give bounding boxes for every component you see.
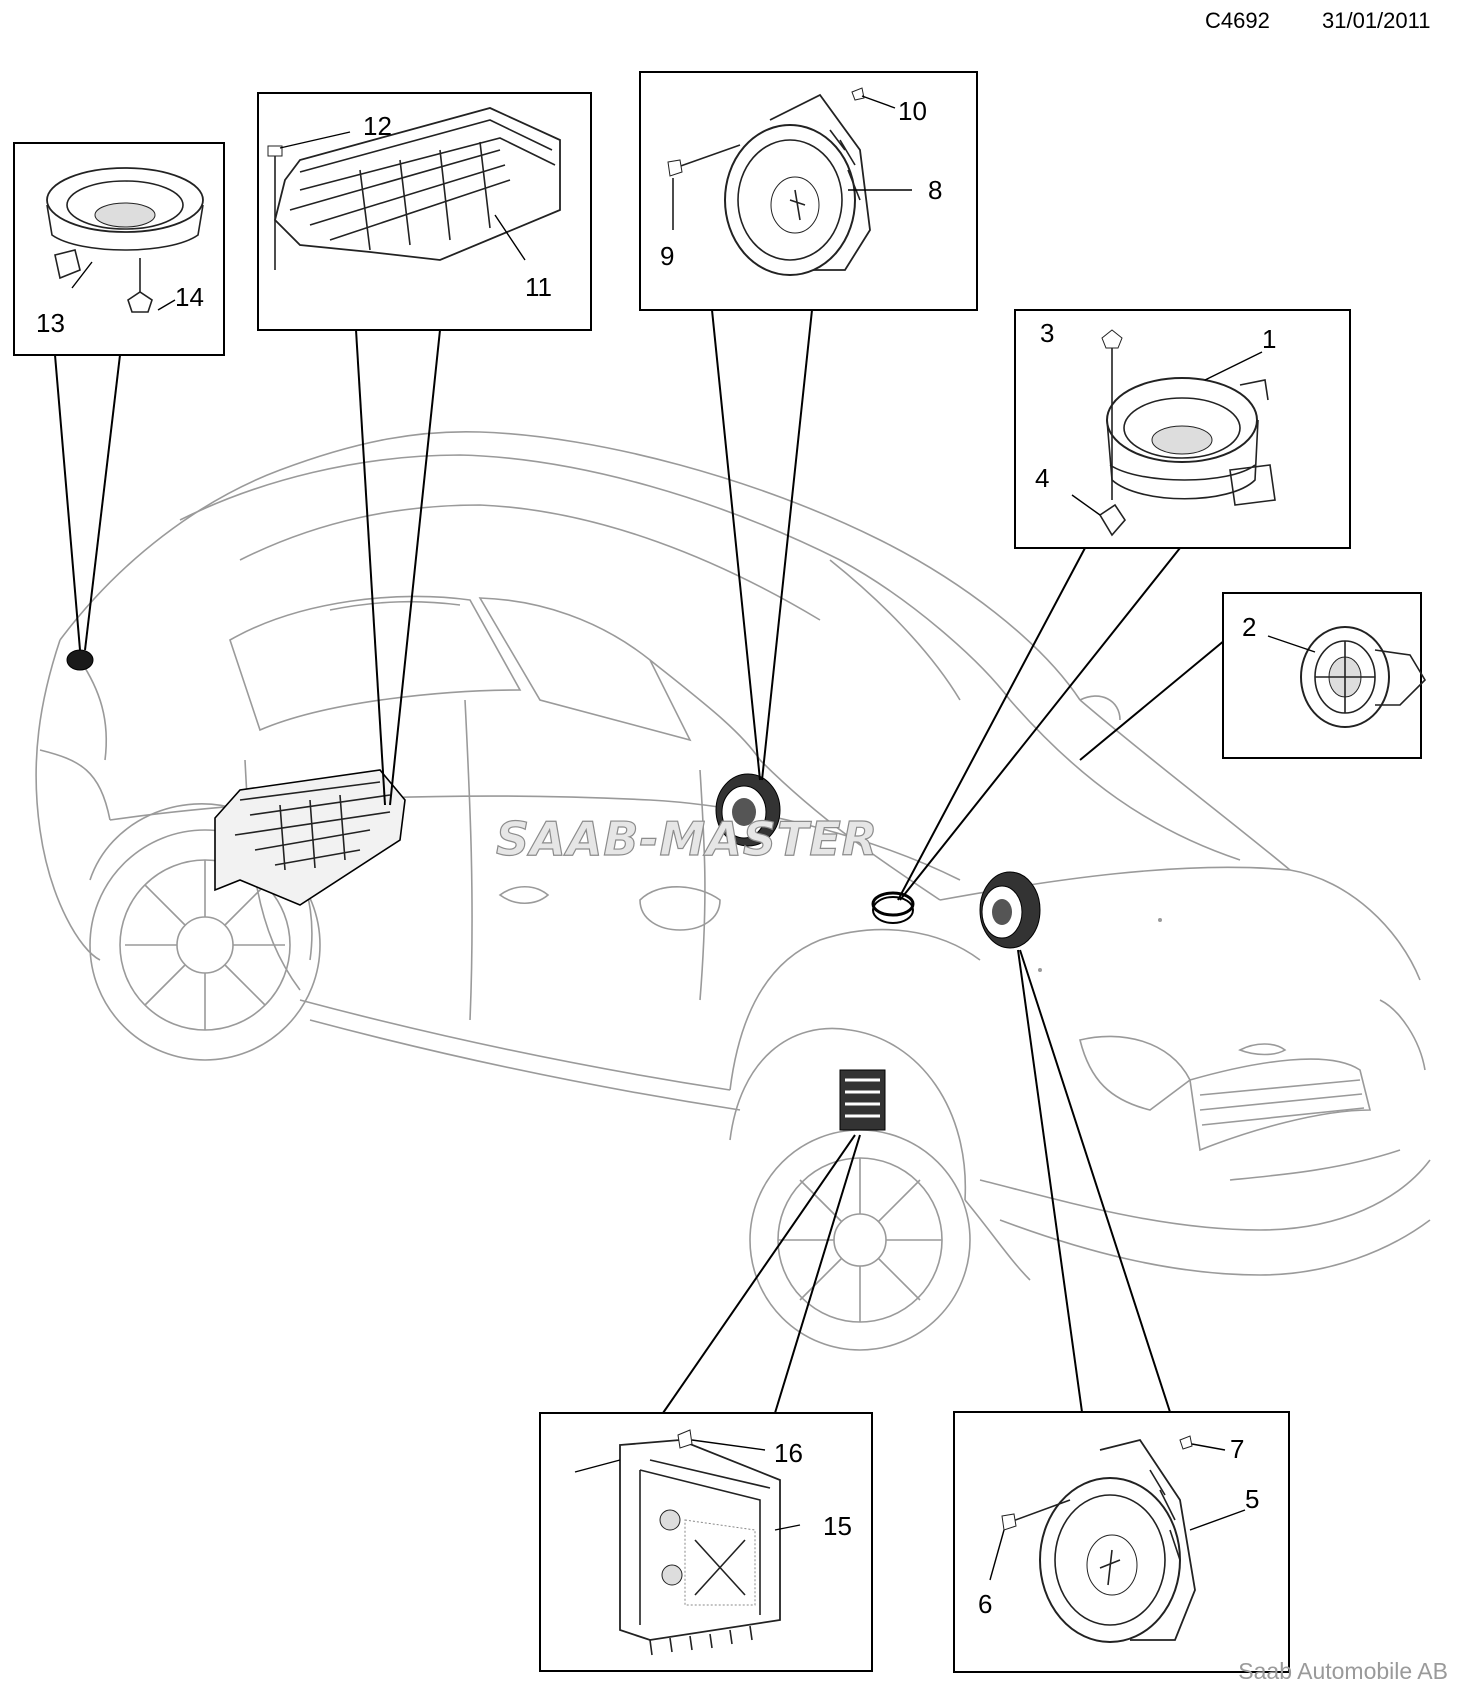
detail-box-front-speaker [953, 1411, 1290, 1673]
module-location [214, 769, 406, 906]
callout-12: 12 [363, 111, 392, 141]
tweeter-location [871, 891, 915, 924]
detail-box-amplifier [539, 1412, 873, 1672]
drawing-id: C4692 [1205, 8, 1270, 33]
door-speaker-location [715, 773, 781, 847]
callout-1: 1 [1262, 324, 1276, 354]
callout-3: 3 [1040, 318, 1054, 348]
callout-4: 4 [1035, 463, 1049, 493]
callout-11: 11 [525, 272, 552, 302]
callout-2: 2 [1242, 612, 1256, 642]
callout-16: 16 [774, 1438, 803, 1468]
rear-speaker-location [66, 649, 94, 671]
detail-box-small-speaker [1222, 592, 1427, 759]
car-outline [35, 430, 1431, 1351]
front-speaker-location [979, 871, 1041, 949]
detail-box-door-speaker [639, 71, 978, 311]
callout-7: 7 [1230, 1434, 1244, 1464]
callout-9: 9 [660, 241, 674, 271]
copyright-footer: Saab Automobile AB [1238, 1658, 1448, 1684]
callout-14: 14 [175, 282, 204, 312]
callout-5: 5 [1245, 1484, 1259, 1514]
detail-box-module [257, 92, 592, 331]
drawing-date: 31/01/2011 [1322, 8, 1431, 33]
callout-numbers: 1 2 3 4 5 6 7 8 9 10 11 12 13 14 15 16 [36, 96, 1276, 1619]
callout-6: 6 [978, 1589, 992, 1619]
callout-15: 15 [823, 1511, 852, 1541]
detail-box-rear-speaker [13, 142, 225, 356]
amplifier-location [839, 1069, 886, 1131]
leader-lines [54, 309, 1226, 1414]
callout-8: 8 [928, 175, 942, 205]
detail-box-tweeter [1014, 309, 1351, 549]
callout-13: 13 [36, 308, 65, 338]
watermark: SAAB-MASTER [496, 812, 878, 866]
callout-10: 10 [898, 96, 927, 126]
